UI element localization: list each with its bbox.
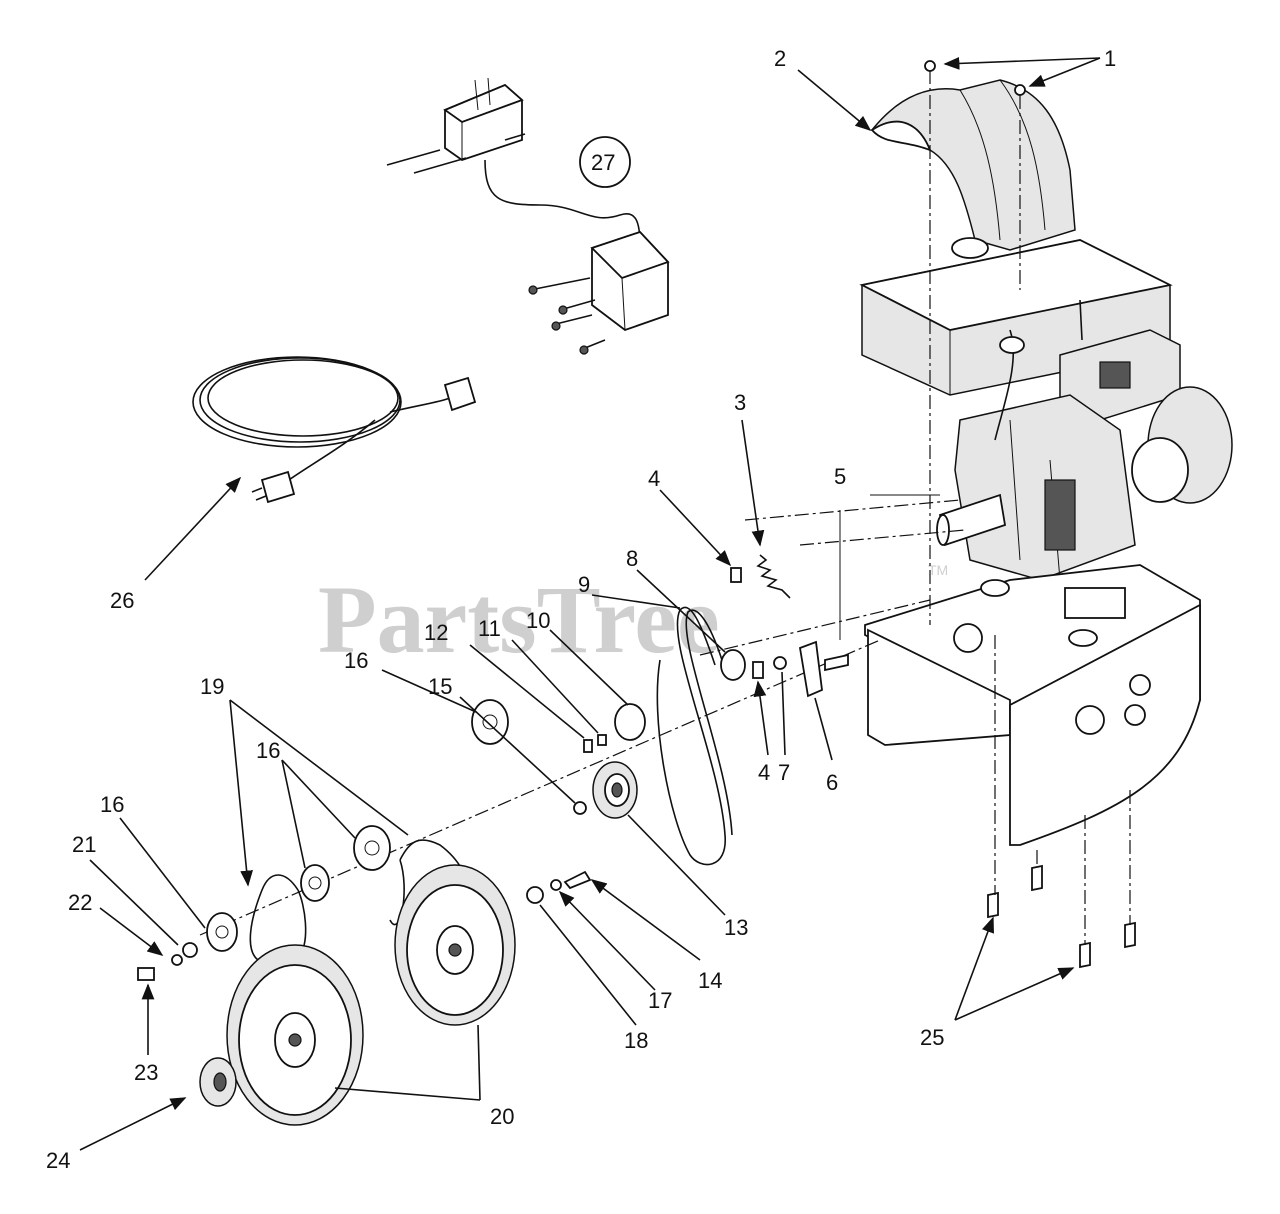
engine-assembly xyxy=(859,60,1233,969)
watermark-tm: TM xyxy=(928,562,948,578)
callout-25: 25 xyxy=(920,1025,944,1050)
callout-2: 2 xyxy=(774,46,786,71)
electric-starter-assembly xyxy=(386,77,670,355)
callout-8: 8 xyxy=(626,546,638,571)
callout-22: 22 xyxy=(68,890,92,915)
callout-27: 27 xyxy=(591,150,615,175)
callout-9: 9 xyxy=(578,572,590,597)
leader-lines xyxy=(79,57,1101,1151)
callout-12: 12 xyxy=(424,620,448,645)
callout-21: 21 xyxy=(72,832,96,857)
callout-3: 3 xyxy=(734,390,746,415)
power-cord xyxy=(192,356,477,504)
callout-20: 20 xyxy=(490,1104,514,1129)
callout-1: 1 xyxy=(1104,46,1116,71)
callout-13: 13 xyxy=(724,915,748,940)
callout-10: 10 xyxy=(526,608,550,633)
watermark: PartsTree xyxy=(318,566,720,673)
callout-16-mid: 16 xyxy=(256,738,280,763)
callout-14: 14 xyxy=(698,968,722,993)
callout-24: 24 xyxy=(46,1148,70,1173)
callout-11: 11 xyxy=(478,616,501,641)
callout-23: 23 xyxy=(134,1060,158,1085)
callout-4-lower: 4 xyxy=(758,760,770,785)
callout-19: 19 xyxy=(200,674,224,699)
callout-15: 15 xyxy=(428,674,452,699)
callout-7: 7 xyxy=(778,760,790,785)
callout-26: 26 xyxy=(110,588,134,613)
callout-5: 5 xyxy=(834,464,846,489)
callout-16-top: 16 xyxy=(344,648,368,673)
callout-16-left: 16 xyxy=(100,792,124,817)
callout-4-upper: 4 xyxy=(648,466,660,491)
callout-18: 18 xyxy=(624,1028,648,1053)
callout-17: 17 xyxy=(648,988,672,1013)
callout-6: 6 xyxy=(826,770,838,795)
callout-labels: 1 2 3 4 4 5 6 7 8 9 10 11 12 13 14 15 16… xyxy=(46,46,1116,1173)
